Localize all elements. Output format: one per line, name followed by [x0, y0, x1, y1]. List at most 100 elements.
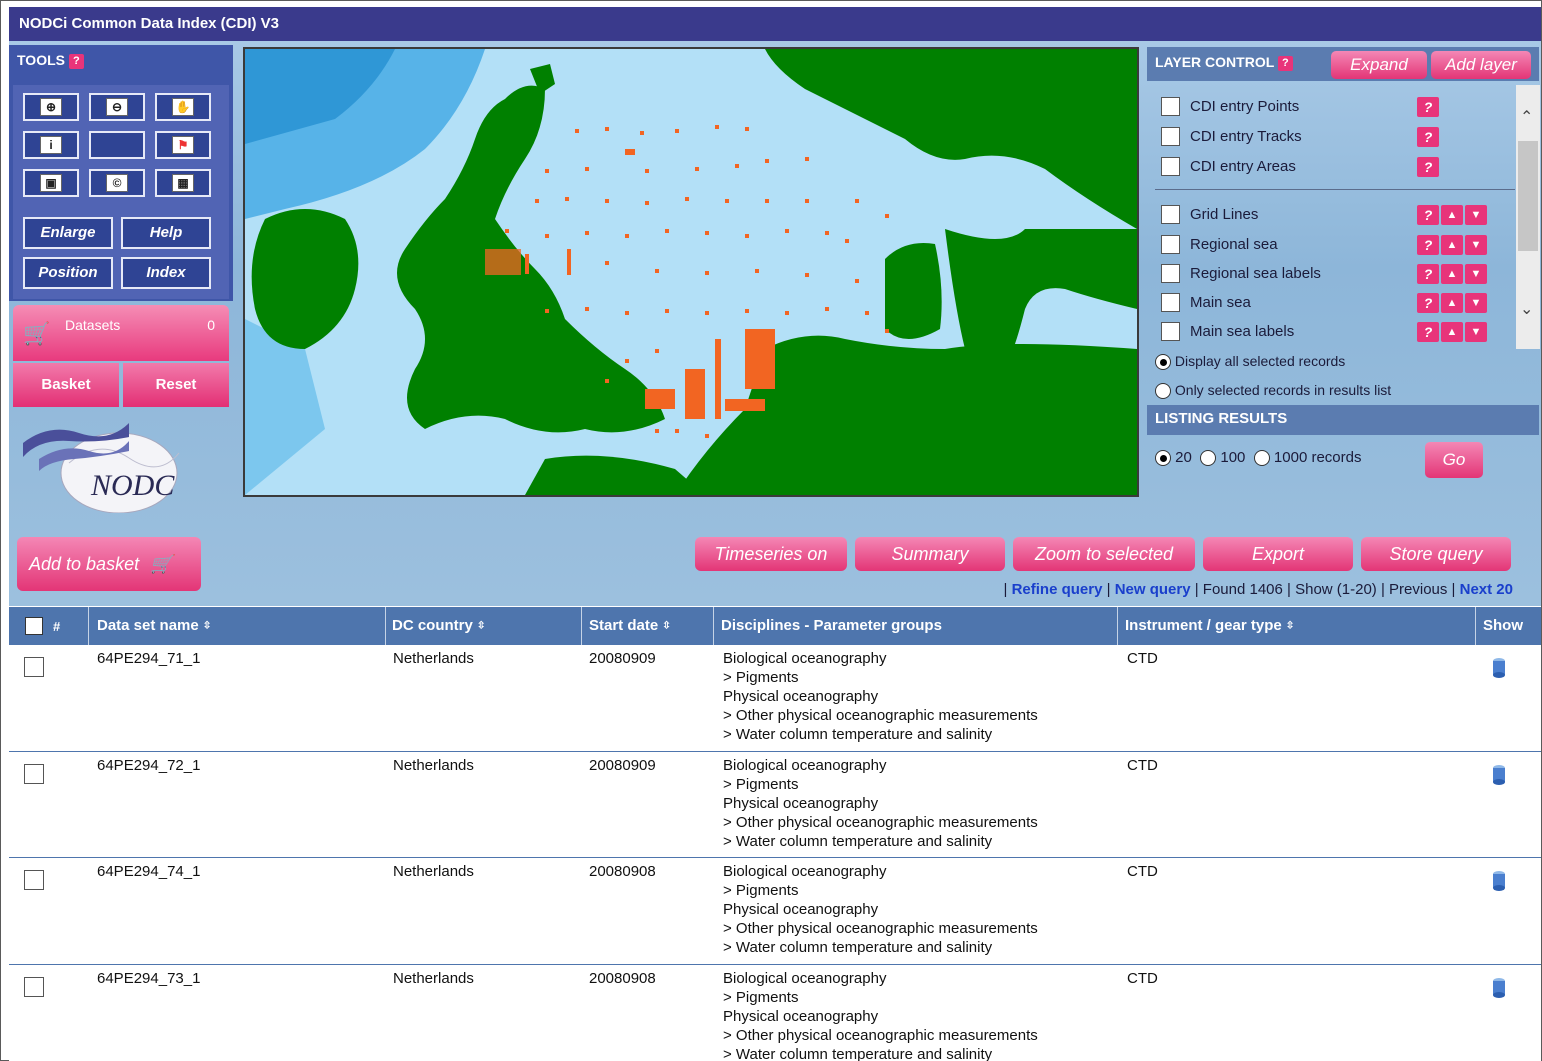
layer-checkbox[interactable] [1161, 322, 1180, 341]
tools-help-icon[interactable]: ? [68, 53, 84, 69]
database-icon[interactable] [1492, 657, 1506, 679]
row-checkbox[interactable] [24, 977, 44, 997]
move-down-icon[interactable]: ▼ [1465, 235, 1487, 255]
layer-checkbox[interactable] [1161, 127, 1180, 146]
sort-icon[interactable]: ⇳ [662, 620, 671, 632]
basket-button[interactable]: Basket [13, 363, 119, 407]
col-instrument-label: Instrument / gear type [1125, 617, 1282, 634]
col-country-label: DC country [392, 617, 473, 634]
layer-help-icon[interactable]: ? [1417, 264, 1439, 284]
move-down-icon[interactable]: ▼ [1465, 264, 1487, 284]
chevron-down-icon[interactable]: ⌄ [1520, 301, 1534, 318]
layer-label: Main sea labels [1190, 323, 1295, 340]
database-icon[interactable] [1492, 870, 1506, 892]
layer-help-icon[interactable]: ? [1417, 205, 1439, 225]
discipline-line: Physical oceanography [723, 1008, 879, 1025]
sort-icon[interactable]: ⇳ [202, 620, 212, 632]
refine-query-link[interactable]: Refine query [1011, 581, 1103, 598]
datasets-basket[interactable]: 🛒 Datasets 0 [13, 305, 229, 361]
add-to-basket-button[interactable]: Add to basket 🛒 [17, 537, 201, 591]
move-up-icon[interactable]: ▲ [1441, 235, 1463, 255]
records-1000-radio[interactable] [1253, 450, 1270, 467]
col-dataset-name[interactable]: Data set name ⇳ [97, 617, 211, 634]
display-all-option[interactable]: Display all selected records [1155, 353, 1345, 371]
move-down-icon[interactable]: ▼ [1465, 322, 1487, 342]
col-start-date[interactable]: Start date ⇳ [589, 617, 671, 634]
discipline-line: > Other physical oceanographic measureme… [723, 1027, 1038, 1044]
layer-checkbox[interactable] [1161, 264, 1180, 283]
reset-button[interactable]: Reset [123, 363, 229, 407]
help-button[interactable]: Help [121, 217, 211, 249]
tools-grid: ⊕ ⊖ ✋ i ⚑ ▣ © ▦ Enlarge Help Position In… [13, 85, 229, 299]
row-checkbox[interactable] [24, 657, 44, 677]
layer-checkbox[interactable] [1161, 235, 1180, 254]
go-button[interactable]: Go [1425, 442, 1483, 478]
row-checkbox[interactable] [24, 764, 44, 784]
copyright-button[interactable]: © [89, 169, 145, 197]
expand-button[interactable]: Expand [1331, 51, 1427, 79]
move-down-icon[interactable]: ▼ [1465, 293, 1487, 313]
scrollbar-thumb[interactable] [1518, 141, 1538, 251]
sort-icon[interactable]: ⇳ [1285, 620, 1295, 632]
discipline-line: > Other physical oceanographic measureme… [723, 707, 1038, 724]
database-icon[interactable] [1492, 764, 1506, 786]
layer-checkbox[interactable] [1161, 293, 1180, 312]
col-country[interactable]: DC country ⇳ [392, 617, 485, 634]
zoom-to-selected-button[interactable]: Zoom to selected [1013, 537, 1195, 571]
summary-button[interactable]: Summary [855, 537, 1005, 571]
move-down-icon[interactable]: ▼ [1465, 205, 1487, 225]
pan-button[interactable]: ✋ [155, 93, 211, 121]
position-button[interactable]: Position [23, 257, 113, 289]
layer-list: CDI entry Points ? CDI entry Tracks ? CD… [1151, 85, 1539, 405]
layer-help-icon[interactable]: ? [1417, 322, 1439, 342]
move-up-icon[interactable]: ▲ [1441, 205, 1463, 225]
records-20-radio[interactable] [1155, 450, 1171, 467]
layer-help-icon[interactable]: ? [1417, 157, 1439, 177]
records-100-label: 100 [1220, 449, 1246, 466]
layer-checkbox[interactable] [1161, 205, 1180, 224]
new-query-link[interactable]: New query [1114, 581, 1191, 598]
export-button[interactable]: Export [1203, 537, 1353, 571]
layer-control-help-icon[interactable]: ? [1277, 55, 1293, 71]
blank-tool-button[interactable] [89, 131, 145, 159]
chevron-up-icon[interactable]: ⌃ [1520, 109, 1534, 126]
layer-label: Main sea [1190, 294, 1251, 311]
only-selected-radio[interactable] [1155, 383, 1171, 400]
select-all-checkbox[interactable] [25, 617, 43, 635]
table-button[interactable]: ▦ [155, 169, 211, 197]
layer-help-icon[interactable]: ? [1417, 127, 1439, 147]
cart-icon: 🛒 [23, 321, 51, 346]
layer-help-icon[interactable]: ? [1417, 97, 1439, 117]
layer-item-grid-lines: Grid Lines ? ▲ ▼ [1161, 203, 1501, 227]
select-area-button[interactable]: ▣ [23, 169, 79, 197]
layer-checkbox[interactable] [1161, 157, 1180, 176]
sort-icon[interactable]: ⇳ [477, 620, 486, 632]
store-query-button[interactable]: Store query [1361, 537, 1511, 571]
info-icon: i [40, 136, 62, 154]
only-selected-option[interactable]: Only selected records in results list [1155, 382, 1391, 400]
layer-checkbox[interactable] [1161, 97, 1180, 116]
enlarge-button[interactable]: Enlarge [23, 217, 113, 249]
database-icon[interactable] [1492, 977, 1506, 999]
app-title: NODCi Common Data Index (CDI) V3 [9, 7, 1541, 41]
index-button[interactable]: Index [121, 257, 211, 289]
zoom-in-button[interactable]: ⊕ [23, 93, 79, 121]
map-view[interactable] [243, 47, 1139, 497]
move-up-icon[interactable]: ▲ [1441, 293, 1463, 313]
layer-control-header: LAYER CONTROL ? Expand Add layer [1147, 47, 1539, 81]
info-button[interactable]: i [23, 131, 79, 159]
move-up-icon[interactable]: ▲ [1441, 322, 1463, 342]
next-link[interactable]: Next 20 [1459, 581, 1513, 598]
flag-button[interactable]: ⚑ [155, 131, 211, 159]
move-up-icon[interactable]: ▲ [1441, 264, 1463, 284]
add-layer-button[interactable]: Add layer [1431, 51, 1531, 79]
layer-help-icon[interactable]: ? [1417, 235, 1439, 255]
layer-help-icon[interactable]: ? [1417, 293, 1439, 313]
layer-scrollbar[interactable]: ⌃ ⌄ [1516, 85, 1540, 349]
row-checkbox[interactable] [24, 870, 44, 890]
display-all-radio[interactable] [1155, 354, 1171, 371]
col-instrument[interactable]: Instrument / gear type ⇳ [1125, 617, 1294, 634]
zoom-out-button[interactable]: ⊖ [89, 93, 145, 121]
timeseries-button[interactable]: Timeseries on [695, 537, 847, 571]
records-100-radio[interactable] [1200, 450, 1217, 467]
